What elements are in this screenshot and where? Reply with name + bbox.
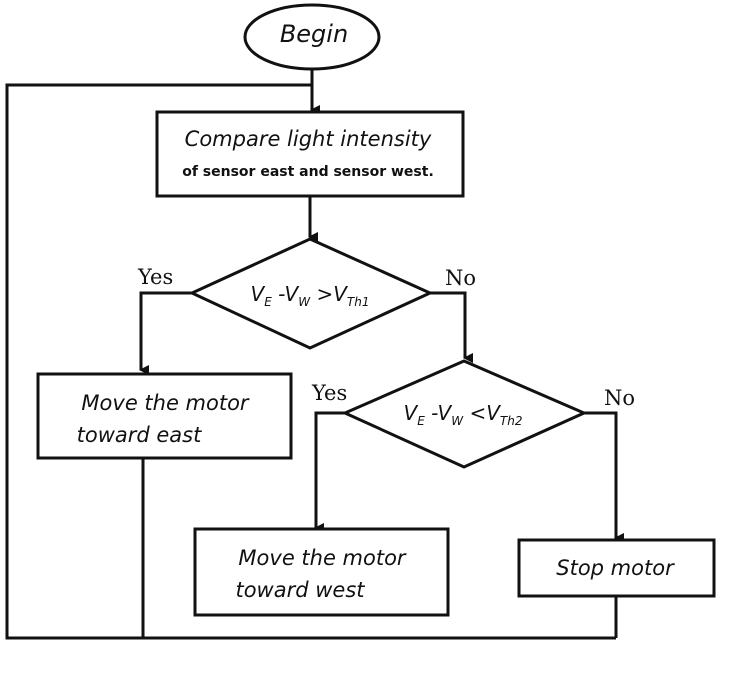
start-label: Begin bbox=[280, 20, 348, 48]
connector-decision1-no bbox=[430, 291, 473, 363]
connector-decision2-no bbox=[584, 411, 624, 543]
move-west-line2: toward west bbox=[235, 578, 365, 602]
feedback-loop bbox=[5, 83, 616, 640]
compare-label-line2: of sensor east and sensor west. bbox=[182, 164, 434, 180]
connector-decision2-yes bbox=[314, 411, 345, 533]
move-east-line2: toward east bbox=[77, 423, 202, 447]
decision-1-no-label: No bbox=[445, 266, 476, 290]
decision-2-yes-label: Yes bbox=[311, 381, 347, 405]
move-west-line1: Move the motor bbox=[238, 546, 407, 570]
decision-1-condition: VE -VW >VTh1 bbox=[251, 282, 370, 309]
compare-label-line1: Compare light intensity bbox=[185, 127, 432, 151]
decision-1: VE -VW >VTh1 bbox=[188, 237, 434, 350]
connector-decision1-yes bbox=[139, 291, 192, 375]
decision-2-no-label: No bbox=[604, 386, 635, 410]
compare-process: Compare light intensity of sensor east a… bbox=[155, 110, 465, 198]
decision-2-condition: VE -VW <VTh2 bbox=[404, 401, 523, 428]
decision-1-yes-label: Yes bbox=[137, 265, 173, 289]
move-east-line1: Move the motor bbox=[81, 391, 250, 415]
move-east-process: Move the motor toward east bbox=[36, 372, 293, 460]
move-west-process: Move the motor toward west bbox=[193, 527, 450, 617]
start-terminator: Begin bbox=[243, 3, 381, 71]
stop-label: Stop motor bbox=[556, 556, 675, 580]
decision-2: VE -VW <VTh2 bbox=[341, 359, 588, 469]
stop-process: Stop motor bbox=[517, 538, 716, 598]
